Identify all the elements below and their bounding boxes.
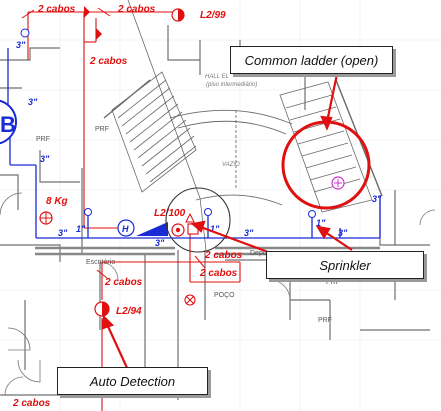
alarm-detector-top-icon (171, 8, 185, 22)
hall-label: HALL EL (205, 74, 229, 80)
poco-label: POÇO (214, 292, 235, 299)
device-focus-circle (165, 187, 231, 253)
callout-sprinkler-text: Sprinkler (319, 257, 371, 273)
cables-label-b: 2 cabos (117, 4, 156, 15)
cables-label-c: 2 cabos (89, 56, 128, 67)
cables-label-g: 2 cabos (12, 398, 51, 409)
circuit-label-bottom: L2/94 (116, 306, 142, 317)
room-b-label: B (0, 112, 16, 137)
sprinkler-pipes (7, 48, 381, 239)
prf-label-1: PRF (36, 136, 50, 143)
alarm-bell-icon (171, 223, 185, 237)
pipe-label: 1" (316, 218, 326, 228)
callout-common-ladder: Common ladder (open) (230, 46, 393, 74)
stair-detector-icon (331, 176, 345, 190)
piso-label: (piso intermediário) (206, 82, 257, 88)
cables-label-e: 2 cabos (199, 268, 238, 279)
extinguisher-label: 8 Kg (46, 196, 68, 207)
prf-label-2: PRF (95, 126, 109, 133)
central-landing (169, 109, 293, 206)
sprinkler-head-icon (204, 208, 212, 216)
sprinkler-head-icon (84, 208, 92, 216)
callout-arrows (101, 73, 353, 371)
escritorio-label: Escritório (86, 259, 115, 266)
valve-icon (136, 222, 168, 236)
cable-ticks (21, 7, 206, 279)
circuit-label-mid: L2/100 (154, 208, 186, 219)
fire-alarm-devices (39, 6, 199, 317)
pipe-label: 3" (16, 40, 26, 50)
left-staircase (103, 71, 197, 193)
cables-label-a: 2 cabos (37, 4, 76, 15)
hydrant-icon (117, 219, 135, 237)
prf-label-4: PRF (326, 279, 340, 286)
circuit-label-top: L2/99 (200, 10, 226, 21)
auto-detection-icon (94, 301, 110, 317)
callout-common-ladder-text: Common ladder (open) (244, 52, 379, 68)
callout-auto-detection-text: Auto Detection (89, 373, 176, 389)
pipe-label: 3" (338, 228, 348, 238)
callout-sprinkler: Sprinkler (266, 251, 424, 279)
sprinkler-heads (20, 28, 316, 218)
pipe-label: 3" (155, 238, 165, 248)
callout-auto-detection: Auto Detection (57, 367, 208, 395)
sprinkler-head-icon (308, 210, 316, 218)
prf-label-3: PRF (318, 317, 332, 324)
wiring-labels: 2 cabos 2 cabos 2 cabos 2 cabos 2 cabos … (12, 4, 243, 409)
pipe-label: 1" (76, 224, 86, 234)
ladder-highlight-circle (281, 120, 371, 210)
pipe-label: 3" (244, 228, 254, 238)
pipe-label: 3" (372, 194, 382, 204)
sprinkler-head-icon (20, 28, 30, 38)
pipe-size-labels: 3" 3" 3" 3" 3" 3" 3" 3" 1" 1" 1" (16, 40, 382, 248)
pipe-label: 1" (210, 224, 220, 234)
fire-extinguisher-icon (39, 211, 53, 225)
cables-label-d: 2 cabos (204, 250, 243, 261)
pipe-label: 3" (58, 228, 68, 238)
pipe-label: 3" (40, 154, 50, 164)
hydrant-label: H (122, 224, 129, 234)
deposito-label: Depo (250, 250, 267, 257)
plan-labels: HALL EL (piso intermediário) VAZIO POÇO … (36, 74, 340, 324)
fire-alarm-wiring (27, 11, 241, 411)
pipe-label: 3" (28, 97, 38, 107)
call-point-icon (184, 294, 196, 306)
arrow-marker-icon (84, 6, 102, 40)
room-b-marker: B (0, 99, 18, 145)
hydrant-group: H (117, 219, 168, 237)
cables-label-f: 2 cabos (104, 277, 143, 288)
vazio-label: VAZIO (222, 162, 240, 168)
